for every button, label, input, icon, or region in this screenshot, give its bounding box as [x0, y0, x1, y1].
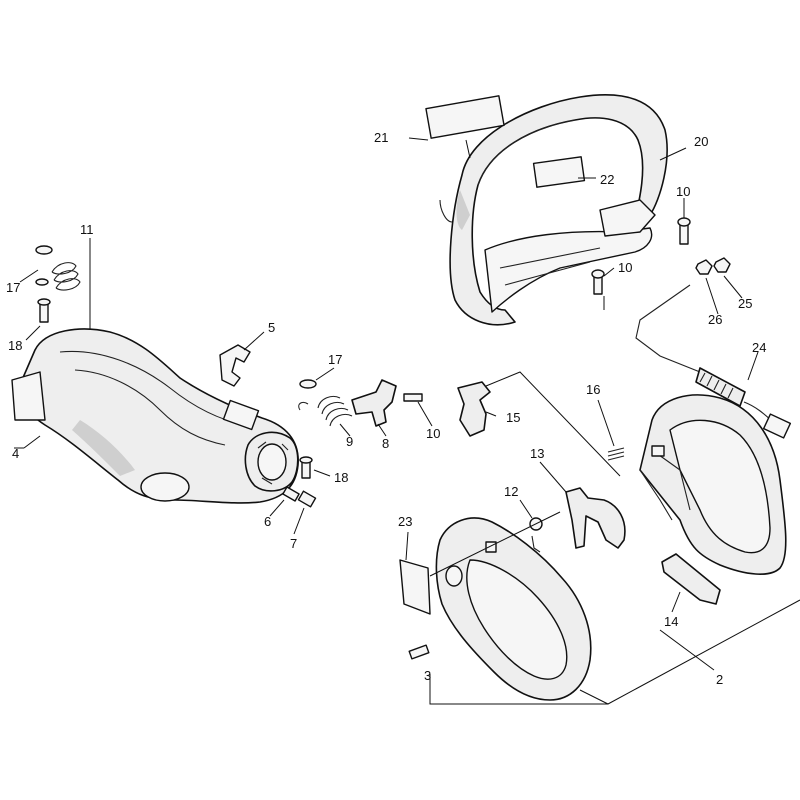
- clip-part: [219, 344, 251, 387]
- decal-part: [399, 559, 431, 615]
- callout-10-b: 10: [618, 260, 632, 275]
- callout-10-a: 10: [676, 184, 690, 199]
- small-spring: [607, 447, 625, 461]
- callout-23: 23: [398, 514, 412, 529]
- callout-5: 5: [268, 320, 275, 335]
- callout-4: 4: [12, 446, 19, 461]
- throttle-trigger: [565, 487, 626, 549]
- leader-lines: [14, 137, 800, 705]
- front-handle-bar: [439, 94, 668, 326]
- callout-18-a: 18: [8, 338, 22, 353]
- bracket-part: [457, 381, 491, 437]
- callout-22: 22: [600, 172, 614, 187]
- lock-lever-part: [351, 379, 397, 427]
- handle-right-half: [639, 394, 787, 575]
- decal-label-part: [425, 95, 505, 139]
- spring-middle-assembly: [298, 379, 353, 479]
- callout-13: 13: [530, 446, 544, 461]
- callout-25: 25: [738, 296, 752, 311]
- callout-21: 21: [374, 130, 388, 145]
- nut-parts: [695, 257, 731, 275]
- callout-20: 20: [694, 134, 708, 149]
- callout-17-b: 17: [328, 352, 342, 367]
- lockout-part: [661, 553, 721, 605]
- pin-and-plug: [282, 486, 317, 508]
- callout-7: 7: [290, 536, 297, 551]
- callout-15: 15: [506, 410, 520, 425]
- callout-18-b: 18: [334, 470, 348, 485]
- callout-24: 24: [752, 340, 766, 355]
- callout-6: 6: [264, 514, 271, 529]
- callout-11: 11: [80, 222, 94, 237]
- handle-left-half: [435, 517, 592, 701]
- callout-26: 26: [708, 312, 722, 327]
- callout-12: 12: [504, 484, 518, 499]
- callout-17-a: 17: [6, 280, 20, 295]
- trigger-spring: [529, 517, 543, 553]
- callout-8: 8: [382, 436, 389, 451]
- throttle-cable: [635, 284, 792, 439]
- callout-3: 3: [424, 668, 431, 683]
- callout-labels: 2 3 4 5 6 7 8 9 10 10 10 11 12 13 14 15 …: [6, 130, 766, 687]
- rear-handle-housing: [11, 328, 299, 504]
- callout-9: 9: [346, 434, 353, 449]
- callout-16: 16: [586, 382, 600, 397]
- callout-2: 2: [716, 672, 723, 687]
- callout-10-c: 10: [426, 426, 440, 441]
- callout-14: 14: [664, 614, 678, 629]
- spring-left-assembly: [35, 245, 81, 323]
